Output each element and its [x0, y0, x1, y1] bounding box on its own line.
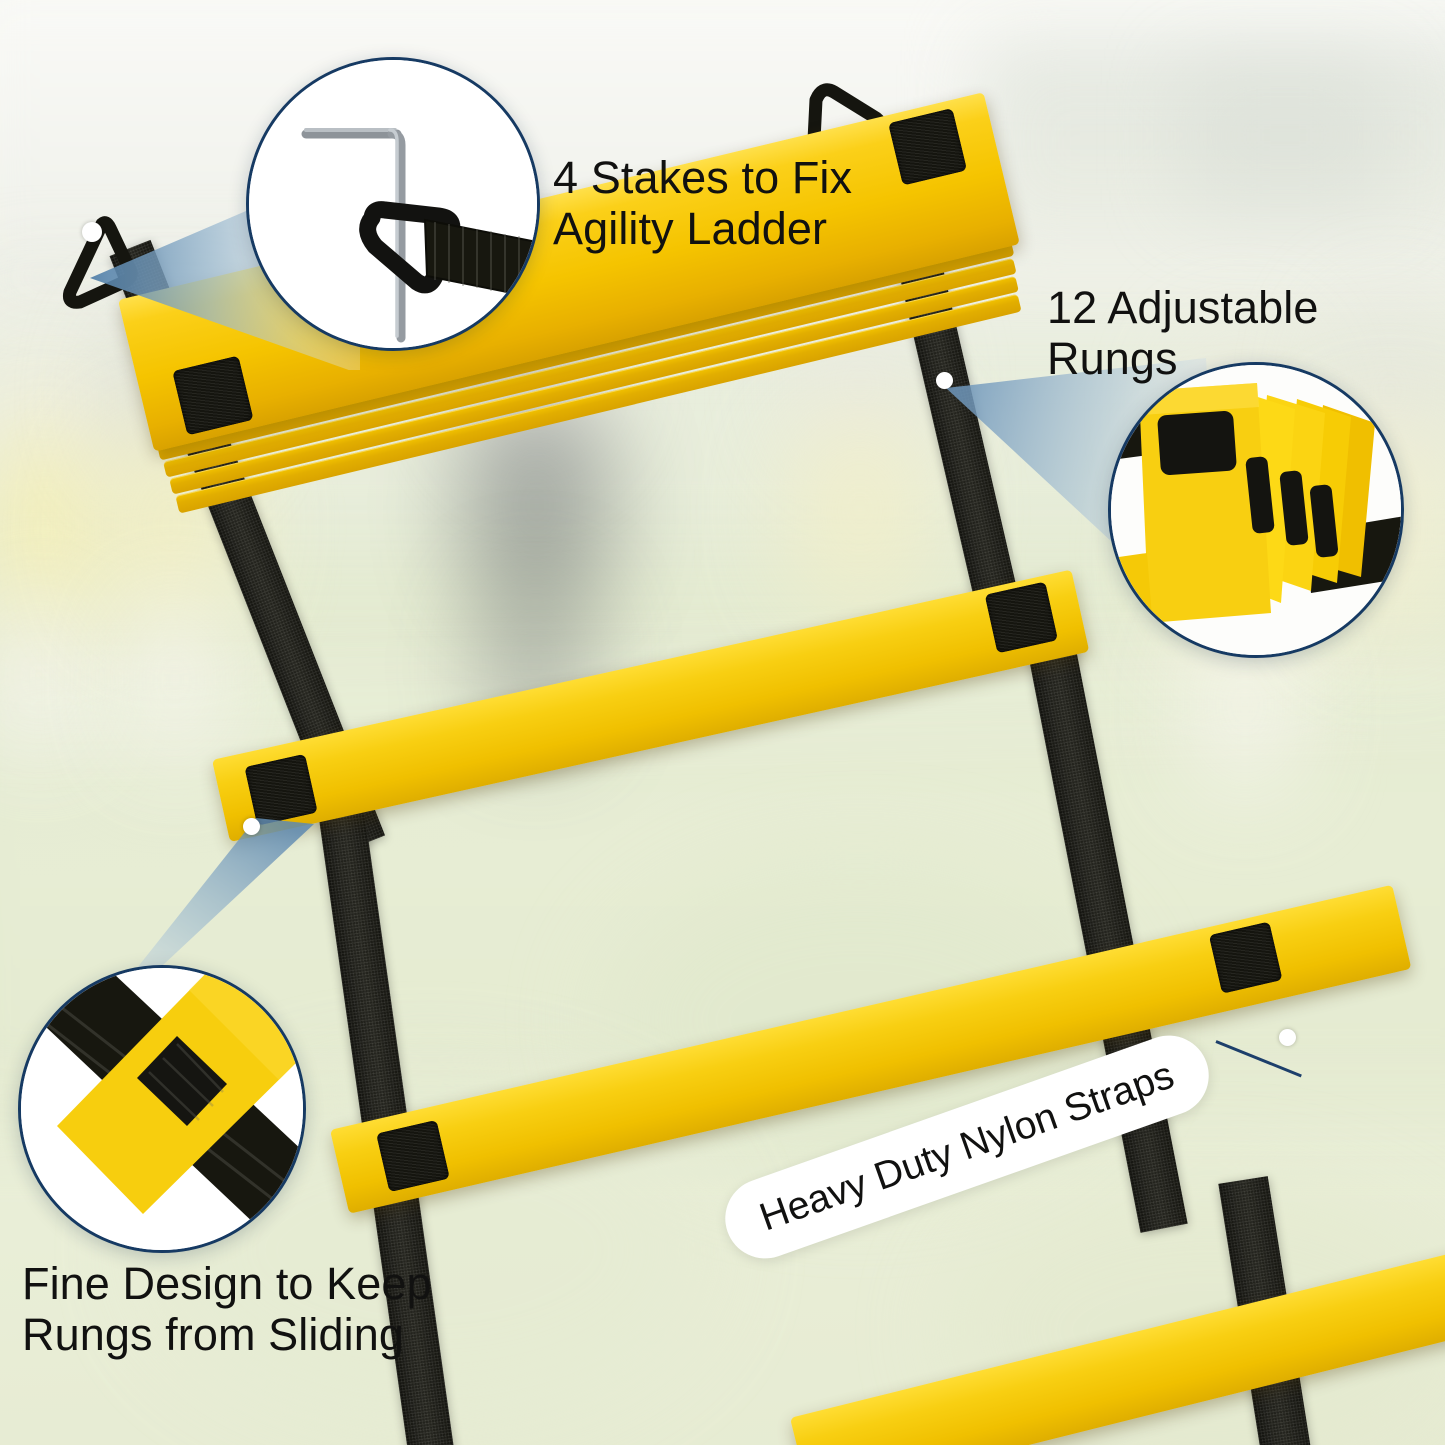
- anchor-dot-stakes: [82, 222, 102, 242]
- callout-label-sliding: Fine Design to Keep Rungs from Sliding: [22, 1258, 432, 1361]
- rung-4-face: [790, 1248, 1445, 1445]
- background-player-2-legs: [130, 600, 220, 760]
- anchor-dot-straps: [1279, 1029, 1296, 1046]
- rung-strap-slot-right: [1208, 921, 1283, 994]
- background-player-4-kit: [790, 410, 930, 610]
- rung-strap-slot-left: [376, 1119, 450, 1193]
- callout-circle-sliding: [18, 965, 306, 1253]
- background-player-1-legs: [0, 600, 84, 750]
- callout-label-rungs: 12 Adjustable Rungs: [1047, 282, 1319, 385]
- background-building: [1180, 60, 1390, 210]
- callout-circle-stakes: [246, 57, 540, 351]
- anchor-dot-sliding: [243, 818, 260, 835]
- callout-label-stakes: 4 Stakes to Fix Agility Ladder: [553, 152, 853, 255]
- callout-sliding-photo: [21, 968, 303, 1250]
- callout-stakes-photo: [249, 60, 537, 348]
- anchor-dot-rungs: [936, 372, 953, 389]
- rung-strap-slot-right: [888, 107, 968, 186]
- background-player-1-kit: [0, 430, 110, 630]
- callout-rungs-photo: [1111, 365, 1401, 655]
- callout-circle-rungs: [1108, 362, 1404, 658]
- rung-4: [790, 1248, 1445, 1445]
